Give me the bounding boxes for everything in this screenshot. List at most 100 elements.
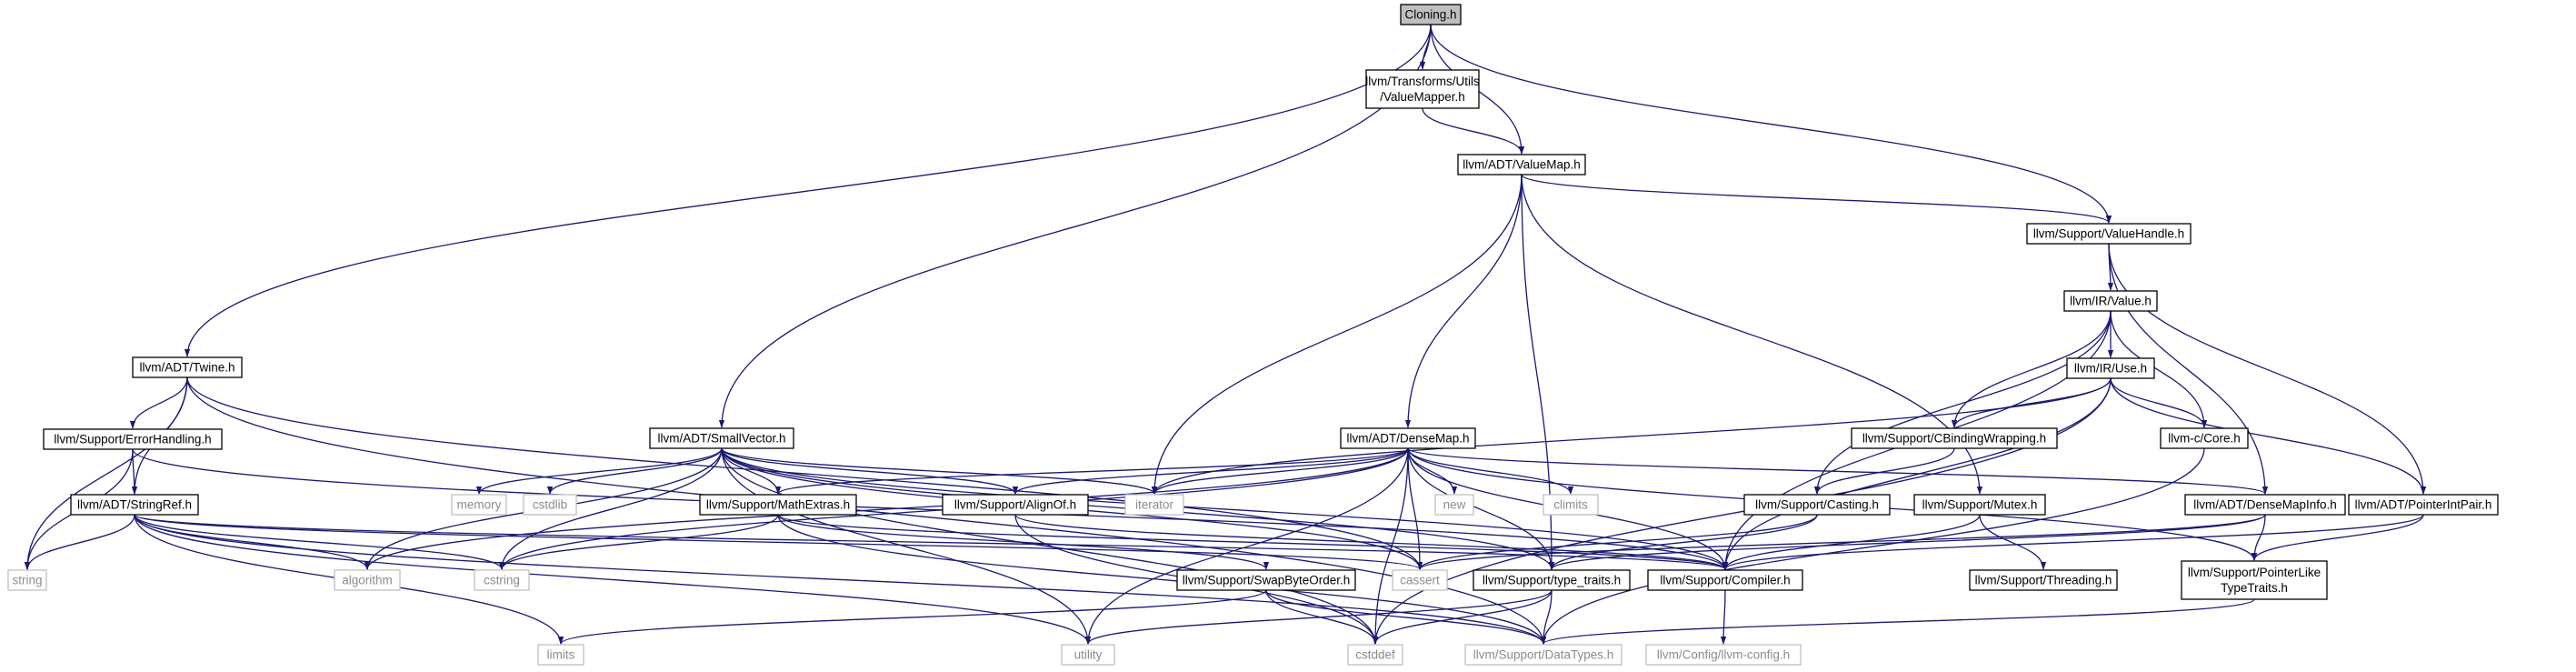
- node-errorhandling[interactable]: llvm/Support/ErrorHandling.h: [43, 428, 223, 450]
- edge-irvalue-to-casting: [1813, 310, 2112, 495]
- node-casting[interactable]: llvm/Support/Casting.h: [1743, 494, 1891, 516]
- node-label-pointerlike-line-1: llvm/Support/PointerLike: [2188, 566, 2321, 579]
- node-box-valuehandle: [2026, 223, 2192, 245]
- node-box-algorithm: [334, 569, 401, 591]
- node-string[interactable]: string: [7, 569, 47, 591]
- node-valuemap[interactable]: llvm/ADT/ValueMap.h: [1457, 154, 1586, 176]
- node-label-algorithm: algorithm: [342, 574, 393, 587]
- edge-mathextras-to-datatypes: [777, 514, 1547, 645]
- node-label-mutex: llvm/Support/Mutex.h: [1922, 498, 2038, 512]
- node-label-valuemapper-line-1: llvm/Transforms/Utils: [1365, 75, 1480, 88]
- node-valuehandle[interactable]: llvm/Support/ValueHandle.h: [2026, 223, 2192, 245]
- node-box-pointerlike: [2181, 560, 2328, 600]
- edge-ccore-to-datatypes: [1540, 447, 2205, 645]
- node-pointerintpair[interactable]: llvm/ADT/PointerIntPair.h: [2348, 494, 2499, 516]
- node-densemap[interactable]: llvm/ADT/DenseMap.h: [1340, 427, 1476, 449]
- node-limits[interactable]: limits: [537, 644, 584, 666]
- node-label-twine: llvm/ADT/Twine.h: [139, 361, 235, 375]
- edge-errorhandling-to-stringref: [131, 448, 138, 495]
- node-label-mathextras: llvm/Support/MathExtras.h: [706, 498, 850, 512]
- node-irvalue[interactable]: llvm/IR/Value.h: [2063, 290, 2158, 312]
- edge-valuehandle-to-pointerintpair: [2108, 243, 2427, 495]
- node-box-swapbyteorder: [1176, 569, 1356, 591]
- edge-iruse-to-ccore: [2110, 377, 2208, 428]
- node-alignof[interactable]: llvm/Support/AlignOf.h: [942, 494, 1089, 516]
- edge-iruse-to-pointerintpair: [2110, 377, 2427, 495]
- node-label-pointerintpair: llvm/ADT/PointerIntPair.h: [2355, 498, 2492, 512]
- node-label-valuemap: llvm/ADT/ValueMap.h: [1463, 158, 1581, 172]
- node-iruse[interactable]: llvm/IR/Use.h: [2066, 357, 2155, 379]
- node-box-densemap: [1340, 427, 1476, 449]
- node-box-densemapinfo: [2184, 494, 2346, 516]
- edge-cloning-to-twine: [184, 24, 1432, 357]
- edge-cloning-to-smallvector: [718, 24, 1432, 428]
- edge-valuemapper-to-valuemap: [1422, 107, 1525, 155]
- node-label-limits: limits: [547, 648, 575, 662]
- node-box-mathextras: [699, 494, 857, 516]
- node-twine[interactable]: llvm/ADT/Twine.h: [132, 356, 243, 378]
- edge-valuehandle-to-densemapinfo: [2108, 243, 2269, 495]
- node-utility[interactable]: utility: [1061, 644, 1115, 666]
- node-algorithm[interactable]: algorithm: [334, 569, 401, 591]
- node-valuemapper[interactable]: llvm/Transforms/Utils/ValueMapper.h: [1365, 69, 1480, 109]
- node-densemapinfo[interactable]: llvm/ADT/DenseMapInfo.h: [2184, 494, 2346, 516]
- edge-pointerintpair-to-pointerlike: [2251, 514, 2424, 561]
- node-label-cbinding: llvm/Support/CBindingWrapping.h: [1862, 432, 2046, 446]
- edge-stringref-to-cstring: [134, 514, 505, 570]
- node-iterator[interactable]: iterator: [1124, 494, 1184, 516]
- node-label-datatypes: llvm/Support/DataTypes.h: [1473, 648, 1614, 662]
- node-compiler[interactable]: llvm/Support/Compiler.h: [1647, 569, 1803, 591]
- node-label-casting: llvm/Support/Casting.h: [1755, 498, 1879, 512]
- node-cloning[interactable]: Cloning.h: [1400, 4, 1462, 25]
- edge-pointerintpair-to-compiler: [1722, 514, 2424, 570]
- edge-stringref-to-algorithm: [134, 514, 371, 570]
- edge-smallvector-to-compiler: [721, 447, 1729, 570]
- node-memory[interactable]: memory: [451, 494, 507, 516]
- edge-stringref-to-cassert: [134, 514, 1423, 570]
- node-box-valuemap: [1457, 154, 1586, 176]
- node-box-smallvector: [649, 427, 794, 449]
- edge-densemapinfo-to-cassert: [1417, 514, 2266, 570]
- node-label-cstddef: cstddef: [1355, 648, 1395, 662]
- node-label-swapbyteorder: llvm/Support/SwapByteOrder.h: [1183, 574, 1351, 587]
- edge-densemapinfo-to-typetraits: [1549, 514, 2266, 570]
- edge-densemap-to-utility: [1084, 447, 1409, 645]
- node-box-cassert: [1392, 569, 1448, 591]
- node-cassert[interactable]: cassert: [1392, 569, 1448, 591]
- edge-valuemap-to-densemap: [1404, 174, 1523, 428]
- node-threading[interactable]: llvm/Support/Threading.h: [1969, 569, 2118, 591]
- node-typetraits[interactable]: llvm/Support/type_traits.h: [1473, 569, 1631, 591]
- node-cstddef[interactable]: cstddef: [1347, 644, 1403, 666]
- edge-swapbyteorder-to-limits: [558, 589, 1267, 645]
- node-label-cstring: cstring: [484, 574, 520, 587]
- node-mathextras[interactable]: llvm/Support/MathExtras.h: [699, 494, 857, 516]
- node-mutex[interactable]: llvm/Support/Mutex.h: [1913, 494, 2046, 516]
- node-box-typetraits: [1473, 569, 1631, 591]
- edge-valuemap-to-valuehandle: [1521, 174, 2112, 224]
- node-swapbyteorder[interactable]: llvm/Support/SwapByteOrder.h: [1176, 569, 1356, 591]
- node-label-cassert: cassert: [1400, 574, 1440, 587]
- edge-smallvector-to-cstdlib: [546, 447, 723, 495]
- edge-cloning-to-valuehandle: [1430, 24, 2112, 224]
- node-stringref[interactable]: llvm/ADT/StringRef.h: [70, 494, 199, 516]
- node-box-cbinding: [1851, 427, 2058, 449]
- node-box-cstddef: [1347, 644, 1403, 666]
- node-label-densemapinfo: llvm/ADT/DenseMapInfo.h: [2193, 498, 2337, 512]
- node-cbinding[interactable]: llvm/Support/CBindingWrapping.h: [1851, 427, 2058, 449]
- node-box-utility: [1061, 644, 1115, 666]
- node-box-limits: [537, 644, 584, 666]
- node-cstdlib[interactable]: cstdlib: [523, 494, 577, 516]
- edge-valuemap-to-iterator: [1151, 174, 1523, 495]
- node-box-mutex: [1913, 494, 2046, 516]
- node-datatypes[interactable]: llvm/Support/DataTypes.h: [1464, 644, 1622, 666]
- node-box-threading: [1969, 569, 2118, 591]
- node-cstring[interactable]: cstring: [474, 569, 530, 591]
- node-smallvector[interactable]: llvm/ADT/SmallVector.h: [649, 427, 794, 449]
- edge-densemap-to-densemapinfo: [1407, 447, 2268, 495]
- node-llvmconfig[interactable]: llvm/Config/llvm-config.h: [1645, 644, 1802, 666]
- node-box-string: [7, 569, 47, 591]
- node-new[interactable]: new: [1434, 494, 1474, 516]
- node-ccore[interactable]: llvm-c/Core.h: [2160, 427, 2249, 449]
- node-climits[interactable]: climits: [1543, 494, 1599, 516]
